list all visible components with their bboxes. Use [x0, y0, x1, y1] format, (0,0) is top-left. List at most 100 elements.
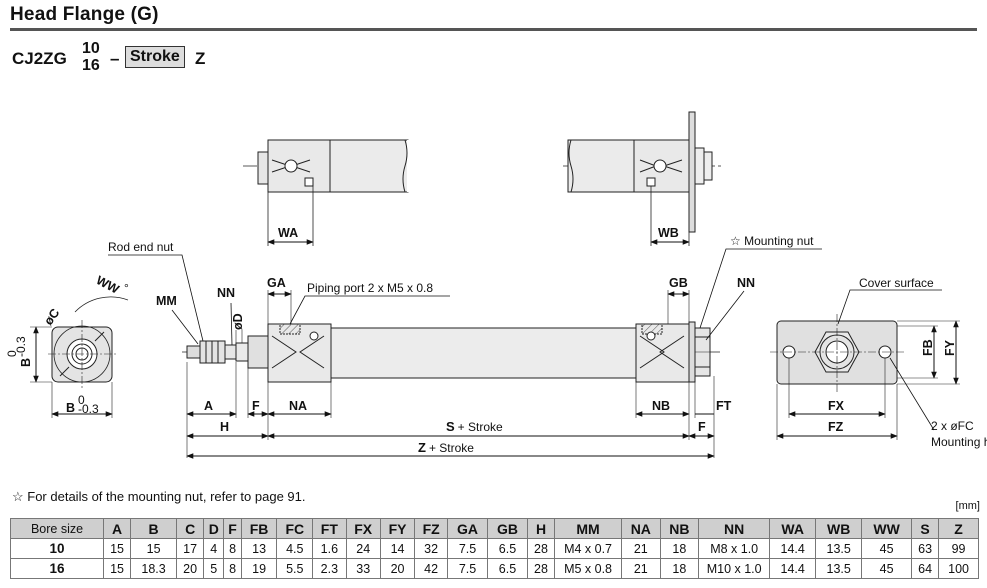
title-underline — [10, 28, 977, 31]
table-cell: 15 — [102, 538, 132, 559]
table-cell: M10 x 1.0 — [698, 558, 771, 579]
label-z-plus-stroke: + Stroke — [429, 441, 474, 455]
label-wa: WA — [278, 226, 298, 240]
table-cell: 6.5 — [487, 558, 528, 579]
col-header: NN — [698, 518, 771, 539]
table-cell: 28 — [526, 558, 556, 579]
table-cell: M8 x 1.0 — [698, 538, 771, 559]
table-cell: 20 — [379, 558, 416, 579]
table-cell: 99 — [938, 538, 979, 559]
label-cover-surface: Cover surface — [859, 276, 934, 290]
table-cell: 17 — [176, 538, 205, 559]
top-left-detail-view — [243, 139, 409, 246]
label-mounting-nut: ☆ Mounting nut — [730, 234, 814, 248]
table-cell: 6.5 — [487, 538, 528, 559]
label-a: A — [204, 399, 213, 413]
table-cell: 32 — [414, 538, 449, 559]
col-header: S — [911, 518, 940, 539]
label-mounting-hole: Mounting hole — [931, 435, 987, 449]
table-cell: 18 — [659, 558, 700, 579]
bore-options: 10 16 — [82, 40, 100, 74]
label-gb: GB — [669, 276, 688, 290]
table-cell: 45 — [861, 558, 913, 579]
leader-cover-surface — [837, 289, 942, 325]
table-header-row: Bore size A B C D F FB FC FT FX FY FZ GA… — [10, 518, 979, 539]
col-header: FC — [276, 518, 314, 539]
table-cell: 13.5 — [815, 538, 863, 559]
col-header: A — [102, 518, 132, 539]
label-fz: FZ — [828, 420, 844, 434]
table-cell: 7.5 — [447, 558, 489, 579]
label-f-left: F — [252, 399, 260, 413]
col-header: Z — [938, 518, 979, 539]
top-right-detail-view — [563, 111, 722, 246]
col-header: NB — [659, 518, 700, 539]
table-row: 10 15 15 17 4 8 13 4.5 1.6 24 14 32 7.5 … — [10, 538, 979, 559]
label-phi-c: øC — [41, 306, 62, 328]
label-ft: FT — [716, 399, 732, 413]
col-header: GA — [447, 518, 489, 539]
table-row: 16 15 18.3 20 5 8 19 5.5 2.3 33 20 42 7.… — [10, 558, 979, 579]
table-cell: 19 — [240, 558, 278, 579]
dimension-table: Bore size A B C D F FB FC FT FX FY FZ GA… — [10, 518, 979, 579]
leader-mm — [171, 309, 199, 345]
label-z: Z — [418, 440, 426, 455]
col-header: NA — [621, 518, 661, 539]
col-header: WA — [769, 518, 817, 539]
col-header: MM — [554, 518, 623, 539]
leader-mounting-nut — [699, 248, 822, 329]
label-b-side: B — [19, 358, 33, 367]
table-cell: 15 — [130, 538, 178, 559]
label-wb: WB — [658, 226, 679, 240]
leader-fc-hole — [889, 357, 935, 431]
label-b-side-tol-bottom: -0.3 — [14, 336, 28, 357]
label-fc-hole: 2 x øFC — [931, 419, 974, 433]
col-header: F — [223, 518, 242, 539]
label-fb: FB — [921, 339, 935, 356]
table-cell: 13 — [240, 538, 278, 559]
label-fy: FY — [943, 339, 957, 356]
table-cell: 64 — [911, 558, 940, 579]
label-s-plus-stroke: + Stroke — [458, 420, 503, 434]
col-header: FY — [379, 518, 416, 539]
table-cell: 16 — [10, 558, 104, 579]
label-rod-end-nut: Rod end nut — [108, 240, 174, 254]
label-h: H — [220, 420, 229, 434]
col-header: C — [176, 518, 205, 539]
col-header: GB — [487, 518, 528, 539]
main-side-view — [182, 290, 720, 458]
table-cell: 5.5 — [276, 558, 314, 579]
label-f-right: F — [698, 420, 706, 434]
col-header: FB — [240, 518, 278, 539]
table-cell: 24 — [345, 538, 381, 559]
table-cell: 18 — [659, 538, 700, 559]
col-header: WB — [815, 518, 863, 539]
flange-end-view — [770, 314, 960, 440]
table-cell: 100 — [938, 558, 979, 579]
label-mm: MM — [156, 294, 177, 308]
table-cell: M4 x 0.7 — [554, 538, 623, 559]
table-cell: 14.4 — [769, 538, 817, 559]
table-cell: 21 — [621, 558, 661, 579]
mounting-nut-note: ☆ For details of the mounting nut, refer… — [12, 489, 306, 504]
leader-piping-port — [289, 295, 450, 325]
label-s-stroke: S+ Stroke — [446, 419, 503, 434]
model-suffix: Z — [195, 49, 206, 68]
col-header: FX — [345, 518, 381, 539]
label-s: S — [446, 419, 455, 434]
table-cell: 5 — [203, 558, 225, 579]
table-cell: 7.5 — [447, 538, 489, 559]
table-cell: 8 — [223, 558, 242, 579]
leader-rod-end-nut — [108, 254, 204, 342]
label-phi-d: øD — [231, 313, 245, 330]
table-cell: 28 — [526, 538, 556, 559]
bore-option-top: 10 — [82, 40, 100, 57]
label-na: NA — [289, 399, 307, 413]
table-cell: 21 — [621, 538, 661, 559]
table-cell: 10 — [10, 538, 104, 559]
label-ww-deg: ° — [124, 281, 129, 295]
table-cell: M5 x 0.8 — [554, 558, 623, 579]
col-header: WW — [861, 518, 913, 539]
model-dash: – — [110, 49, 120, 68]
